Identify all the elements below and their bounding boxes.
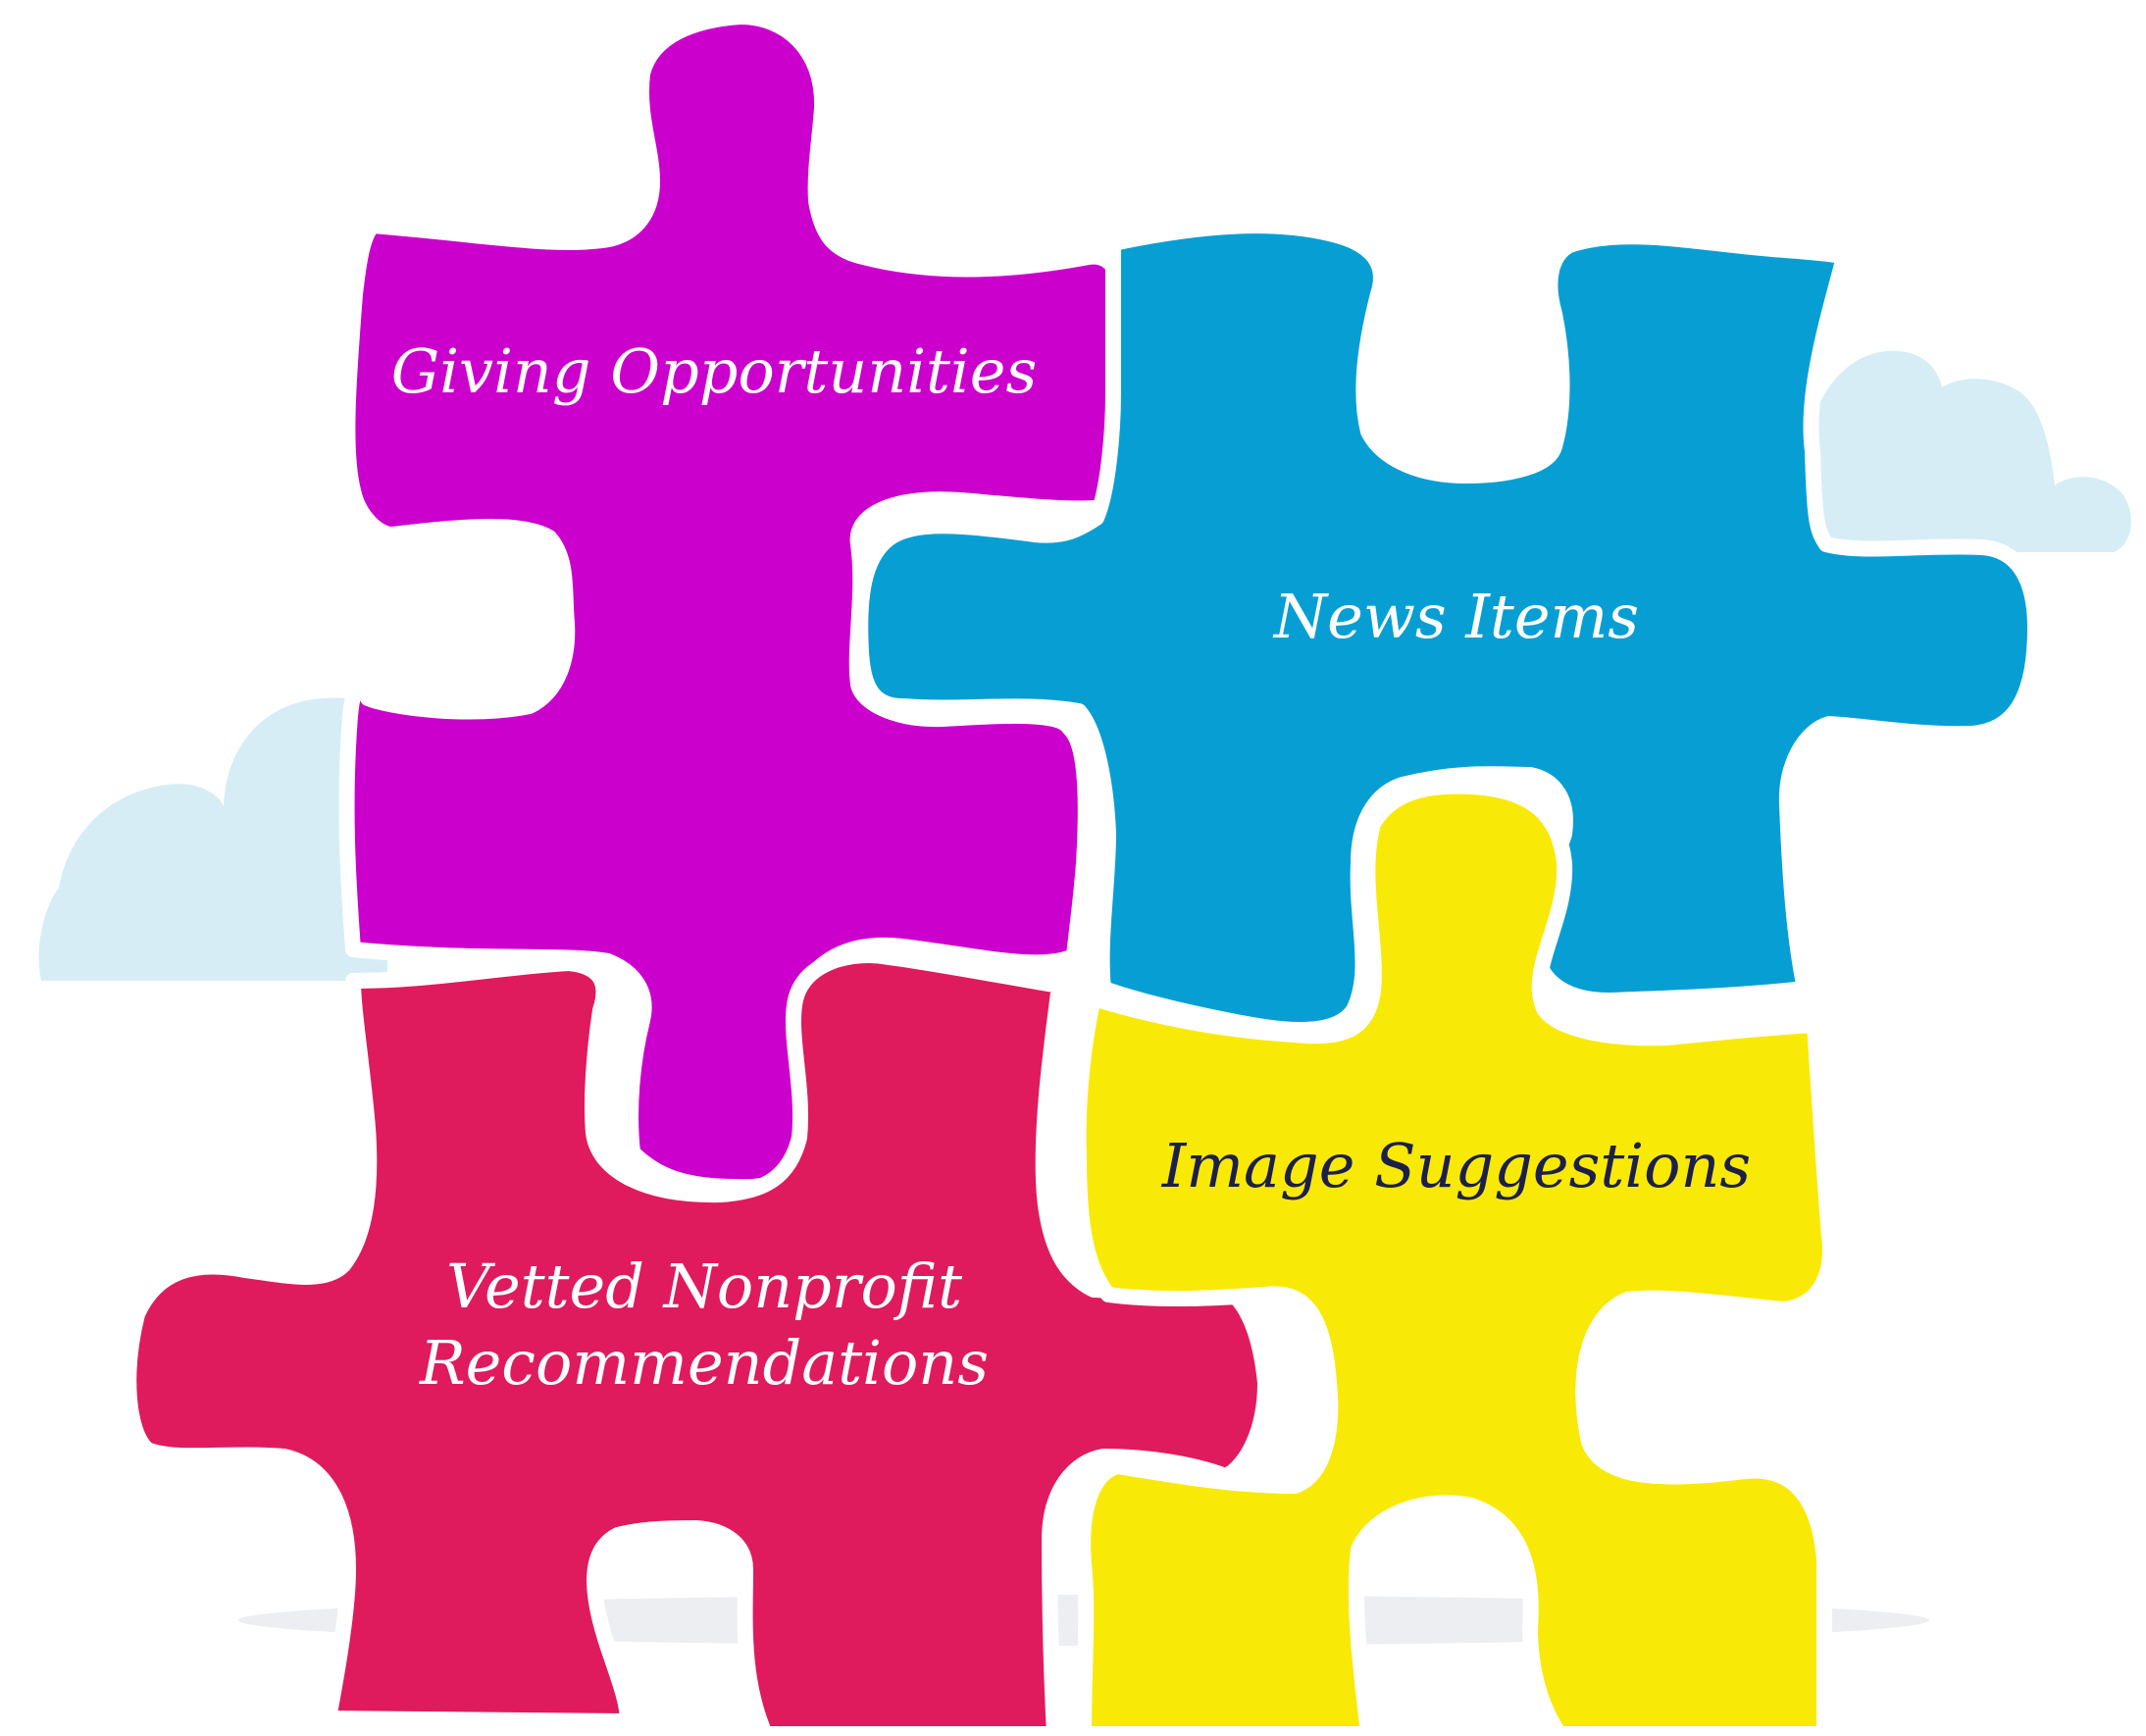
cloud-left bbox=[38, 697, 387, 981]
cloud-right bbox=[1805, 350, 2131, 552]
puzzle-piece-news-items bbox=[852, 218, 2043, 1038]
piece-label-line: News Items bbox=[1272, 581, 1639, 652]
piece-label-line: Recommendations bbox=[419, 1327, 989, 1399]
piece-label-news: News Items bbox=[1272, 581, 1639, 652]
piece-label-giving: Giving Opportunities bbox=[391, 335, 1038, 407]
puzzle-piece-giving-opportunities bbox=[338, 9, 1137, 1196]
piece-label-line: Vetted Nonprofit bbox=[446, 1251, 962, 1322]
piece-label-image: Image Suggestions bbox=[1161, 1130, 1751, 1201]
puzzle-piece-vetted-nonprofit bbox=[121, 947, 1273, 1736]
piece-label-line: Giving Opportunities bbox=[391, 335, 1038, 407]
piece-label-line: Image Suggestions bbox=[1161, 1130, 1751, 1201]
puzzle-piece-image-suggestions bbox=[1070, 778, 1838, 1736]
